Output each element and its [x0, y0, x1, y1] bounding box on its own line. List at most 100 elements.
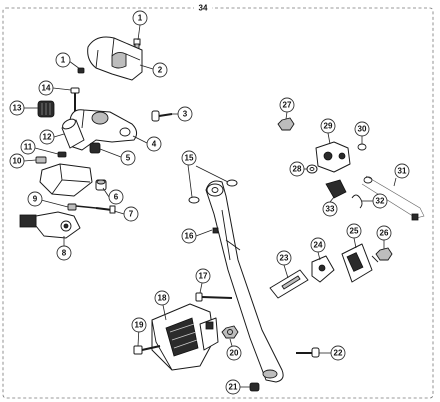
- callout-33-label: 33: [326, 205, 335, 214]
- callout-27: 27: [279, 97, 295, 113]
- callout-12: 12: [39, 129, 55, 145]
- callout-14: 14: [38, 80, 54, 96]
- part-spring-clip-32: [351, 194, 363, 209]
- part-nut-20: [221, 325, 239, 339]
- callout-1a-label: 1: [138, 14, 143, 23]
- callout-30-label: 30: [358, 125, 367, 134]
- callout-7-label: 7: [129, 210, 134, 219]
- part-nut-27: [277, 117, 295, 131]
- callout-20: 20: [226, 345, 242, 361]
- callout-29-label: 29: [324, 122, 333, 131]
- assembly-label: 34: [199, 4, 208, 13]
- callout-2: 2: [152, 62, 168, 78]
- callout-5-label: 5: [126, 154, 131, 163]
- part-bolt-17: [195, 292, 233, 302]
- part-clip-block-24: [311, 255, 335, 283]
- callout-16-label: 16: [185, 232, 194, 241]
- callout-28: 28: [289, 161, 305, 177]
- part-washer-15: [188, 179, 238, 204]
- part-screw-9: [67, 203, 97, 211]
- callout-13: 13: [9, 100, 25, 116]
- part-washer-28: [306, 164, 318, 174]
- callout-21: 21: [225, 379, 241, 395]
- assembly-label-mask: [194, 1, 212, 14]
- part-clamp-bracket-2: [87, 36, 143, 81]
- leader-lines: [23, 24, 397, 388]
- callout-8: 8: [56, 245, 72, 261]
- callout-21-label: 21: [229, 383, 238, 392]
- part-plate-25: [341, 243, 379, 283]
- callout-3-label: 3: [183, 110, 188, 119]
- callout-9-label: 9: [33, 195, 38, 204]
- callout-1a: 1: [132, 10, 148, 26]
- callout-12-label: 12: [43, 133, 52, 142]
- callout-18-label: 18: [158, 294, 167, 303]
- callout-1b: 1: [55, 52, 71, 68]
- callout-27-label: 27: [283, 101, 292, 110]
- part-bolt-22: [296, 347, 320, 358]
- callout-4: 4: [146, 136, 162, 152]
- callout-20-label: 20: [230, 349, 239, 358]
- part-base-bracket: [39, 163, 93, 197]
- callout-28-label: 28: [293, 165, 302, 174]
- part-bolt-3: [151, 110, 173, 122]
- callout-3: 3: [177, 106, 193, 122]
- callout-19-label: 19: [135, 321, 144, 330]
- callout-6-label: 6: [114, 193, 119, 202]
- part-cap-nut-21: [249, 382, 260, 392]
- part-pin-7: [95, 205, 116, 214]
- part-screw-1b: [77, 67, 85, 74]
- callout-8-label: 8: [62, 249, 67, 258]
- part-cylinder-12: [61, 118, 85, 149]
- part-screw-11: [57, 151, 67, 158]
- callout-1b-label: 1: [61, 56, 66, 65]
- part-clamp-block-29: [315, 141, 351, 173]
- callout-31: 31: [394, 163, 410, 179]
- callout-17-label: 17: [199, 272, 208, 281]
- part-knob-13: [37, 100, 55, 118]
- part-foot-bracket-18: [151, 303, 219, 371]
- part-o-ring-30: [357, 143, 367, 151]
- callout-9: 9: [27, 191, 43, 207]
- callout-10-label: 10: [13, 157, 22, 166]
- part-bushing-5: [89, 142, 101, 154]
- callout-32: 32: [372, 193, 388, 209]
- callout-19: 19: [131, 317, 147, 333]
- callout-31-label: 31: [398, 167, 407, 176]
- callout-26: 26: [376, 225, 392, 241]
- callout-15-label: 15: [185, 154, 194, 163]
- callout-15: 15: [181, 150, 197, 166]
- assembly-frame: [2, 7, 434, 399]
- callout-5: 5: [120, 150, 136, 166]
- part-shaft-31: [361, 175, 425, 221]
- callout-25: 25: [346, 223, 362, 239]
- callout-22: 22: [330, 345, 346, 361]
- part-screw-10: [35, 156, 47, 164]
- callout-18: 18: [154, 290, 170, 306]
- part-mounting-arm-4: [69, 109, 138, 151]
- callout-2-label: 2: [158, 66, 163, 75]
- callout-17: 17: [195, 268, 211, 284]
- callout-11: 11: [20, 139, 36, 155]
- callout-14-label: 14: [42, 84, 51, 93]
- callout-25-label: 25: [350, 227, 359, 236]
- callout-11-label: 11: [24, 143, 33, 152]
- callout-6: 6: [108, 189, 124, 205]
- callout-30: 30: [354, 121, 370, 137]
- part-nut-26: [375, 247, 393, 261]
- callout-33: 33: [322, 201, 338, 217]
- callout-4-label: 4: [152, 140, 157, 149]
- part-kickstand-16: [205, 180, 284, 383]
- callout-23-label: 23: [280, 254, 289, 263]
- callout-24-label: 24: [314, 241, 323, 250]
- part-slotted-bracket-23: [269, 269, 309, 299]
- callout-32-label: 32: [376, 197, 385, 206]
- callout-26-label: 26: [380, 229, 389, 238]
- part-latch-plate-8: [19, 211, 81, 239]
- callout-10: 10: [9, 153, 25, 169]
- callout-24: 24: [310, 237, 326, 253]
- callout-23: 23: [276, 250, 292, 266]
- callout-7: 7: [123, 206, 139, 222]
- callout-16: 16: [181, 228, 197, 244]
